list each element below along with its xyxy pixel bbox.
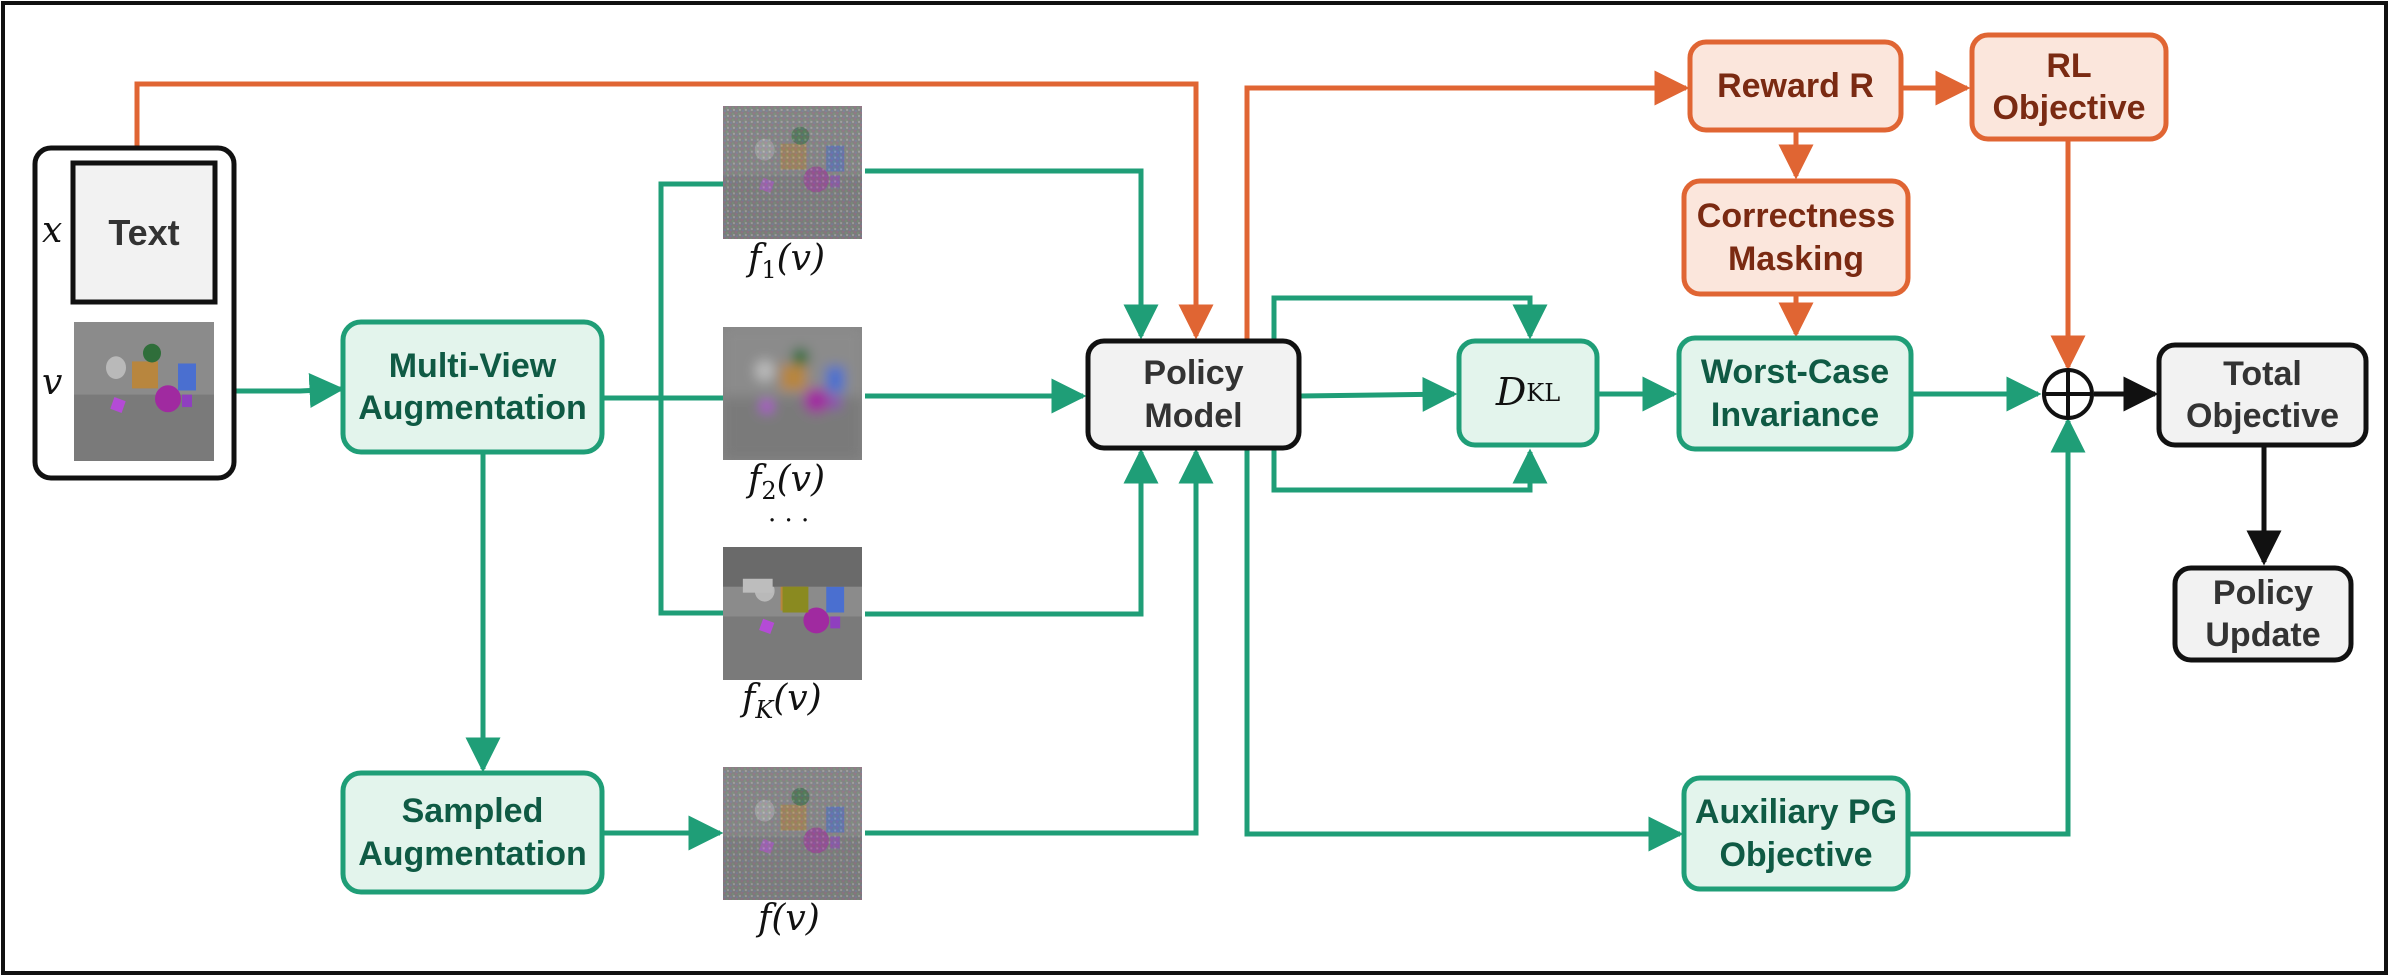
input-image (74, 322, 214, 461)
total-objective-label: Total Objective (2185, 354, 2340, 436)
rl-objective-box (1969, 32, 2169, 142)
policy-model-box (1085, 338, 1302, 451)
edge-policy-to-dkl-top (1271, 295, 1548, 344)
v-symbol: v (42, 362, 63, 403)
edge-policy-to-reward (1244, 70, 1690, 342)
aux-pg-box (1681, 775, 1911, 892)
sampled-box (340, 770, 605, 895)
worst-case-label: Worst-Case Invariance (1700, 353, 1890, 434)
multi-view-label: Multi-View Augmentation (358, 346, 587, 428)
view-f-image (723, 767, 862, 900)
view-f-label: f(v) (758, 898, 820, 939)
correctness-label: Correctness Masking (1696, 197, 1896, 278)
worst-case-box (1676, 335, 1914, 452)
view-fK-image (723, 547, 862, 680)
edge-fv-to-policy (865, 448, 1214, 836)
edge-text-to-policy (134, 81, 1214, 340)
edge-auxpg-to-sum (1910, 417, 2086, 837)
view-dots: · · · (768, 506, 810, 536)
edge-policy-to-auxpg (1244, 450, 1684, 852)
total-objective-box (2156, 342, 2369, 448)
sampled-label: Sampled Augmentation (358, 792, 587, 873)
dkl-main: D (1495, 370, 1527, 415)
edge-branch-fK (658, 398, 723, 616)
rl-objective-label: RL Objective (1992, 46, 2146, 128)
reward-label: Reward R (1717, 66, 1874, 105)
text-box-label: Text (108, 212, 180, 253)
edge-f1-to-policy (865, 168, 1159, 340)
view-f1-image (723, 106, 862, 239)
edge-branch-f1 (658, 181, 723, 398)
dkl-box (1456, 338, 1600, 448)
policy-update-box (2172, 565, 2354, 663)
aux-pg-label: Auxiliary PG Objective (1694, 793, 1898, 874)
multi-view-box (340, 319, 605, 455)
x-symbol: x (42, 210, 63, 251)
edge-input-to-multiview (216, 373, 345, 409)
view-fK-label: fK(v) (742, 678, 822, 725)
dkl-sub: KL (1526, 379, 1561, 407)
text-box (70, 160, 218, 305)
view-f2-image (723, 327, 862, 460)
correctness-box (1681, 178, 1911, 297)
view-f1-label: f1(v) (748, 238, 826, 285)
policy-model-label: Policy Model (1143, 354, 1244, 435)
reward-box (1687, 39, 1904, 133)
view-f2-label: f2(v) (748, 459, 826, 506)
edge-fK-to-policy (865, 448, 1159, 617)
edge-policy-to-dkl-bottom (1271, 448, 1548, 493)
edge-policy-to-dkl (1299, 376, 1458, 412)
policy-update-label: Policy Update (2205, 573, 2321, 655)
